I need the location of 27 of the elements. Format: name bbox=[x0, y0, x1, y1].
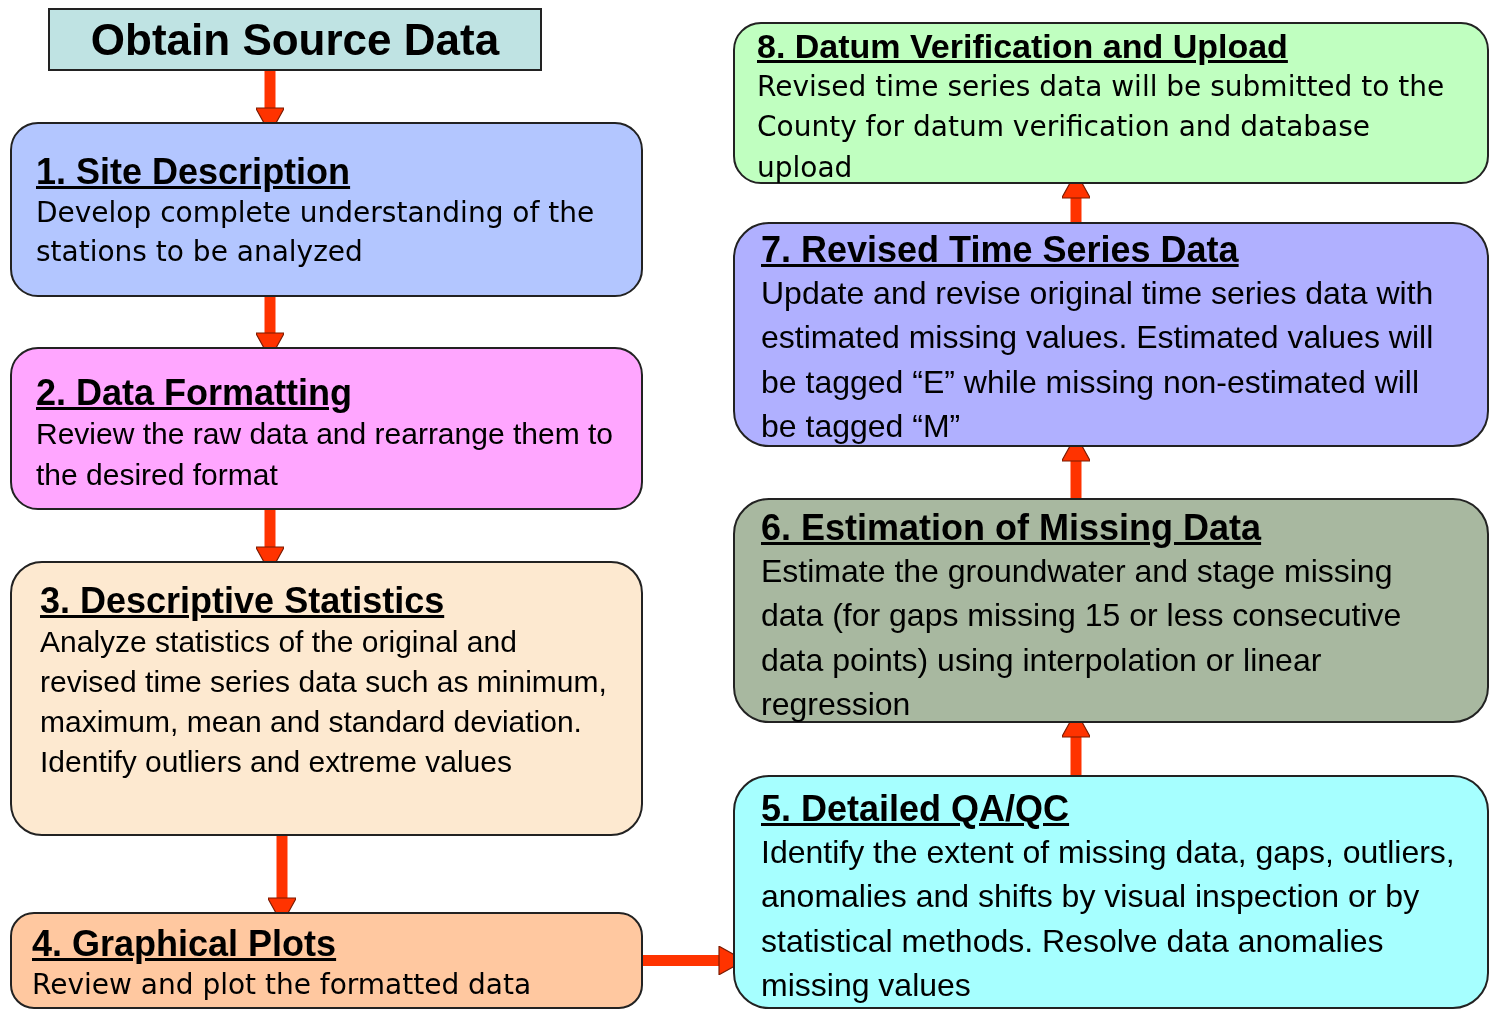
step-box bbox=[10, 347, 643, 510]
step-description: Develop complete understanding of the stations to be analyzed bbox=[36, 195, 596, 271]
step-box bbox=[10, 561, 643, 836]
step-description: Update and revise original time series data with estimated missing values. Estimated values will be tagged “E” while missing non-estimated will be tagged “M” bbox=[761, 274, 1435, 446]
step-heading: 1. Site Description bbox=[36, 150, 352, 194]
step-box bbox=[733, 22, 1489, 184]
step-description: Revised time series data will be submitted to the County for datum verification and database upload bbox=[757, 68, 1446, 186]
step-heading: 2. Data Formatting bbox=[36, 371, 354, 415]
step-heading: 4. Graphical Plots bbox=[32, 922, 338, 966]
step-heading: 5. Detailed QA/QC bbox=[761, 787, 1071, 831]
step-description: Estimate the groundwater and stage missing data (for gaps missing 15 or less consecutive data points) using interpolation or linear regression bbox=[761, 552, 1403, 724]
step-heading: Obtain Source Data bbox=[89, 14, 501, 66]
step-description: Identify the extent of missing data, gaps, outliers, anomalies and shifts by visual inspection or by statistical methods. Resolve data anomalies missing values bbox=[761, 833, 1456, 1005]
step-heading: 3. Descriptive Statistics bbox=[40, 579, 446, 623]
step-heading: 8. Datum Verification and Upload bbox=[757, 26, 1289, 67]
step-description: Review and plot the formatted data bbox=[32, 967, 533, 1004]
step-box bbox=[733, 775, 1489, 1009]
step-heading: 6. Estimation of Missing Data bbox=[761, 506, 1263, 550]
step-heading: 7. Revised Time Series Data bbox=[761, 228, 1240, 272]
step-box bbox=[10, 912, 643, 1009]
start-box bbox=[48, 8, 542, 71]
step-box bbox=[733, 498, 1489, 723]
step-description: Identify outliers and extreme values bbox=[40, 743, 513, 780]
step-description: Analyze statistics of the original and revised time series data such as minimum, maximum, mean and standard deviation. bbox=[40, 624, 608, 740]
step-box bbox=[10, 122, 643, 297]
step-description: Review the raw data and rearrange them to the desired format bbox=[36, 416, 614, 493]
step-box bbox=[733, 222, 1489, 447]
